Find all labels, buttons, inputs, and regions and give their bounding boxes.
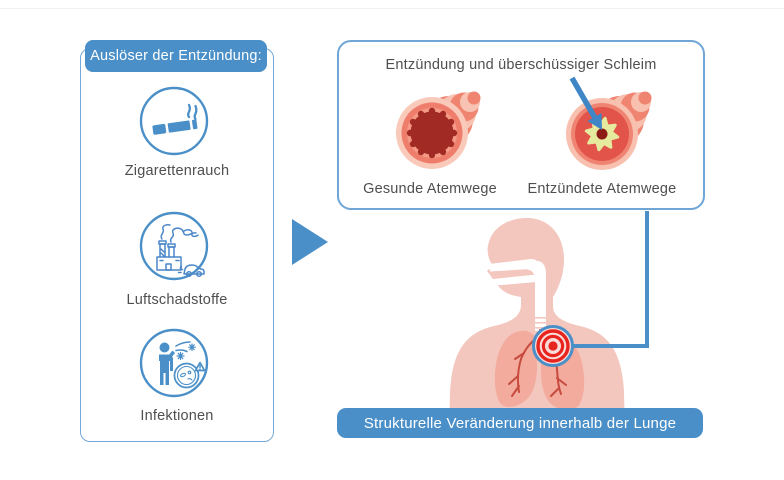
inflamed-airway-label: Entzündete Atemwege (527, 181, 677, 197)
trigger-label-zigarettenrauch: Zigarettenrauch (124, 163, 230, 179)
airways-panel-title: Entzündung und überschüssiger Schleim (385, 57, 657, 73)
cigarette-smoke-icon (139, 86, 209, 156)
right-triangle-arrow-icon (292, 219, 328, 265)
infection-icon (139, 328, 209, 398)
trigger-label-luftschadstoffe: Luftschadstoffe (126, 292, 228, 308)
trigger-panel-header: Auslöser der Entzündung: (85, 40, 267, 72)
human-torso-illustration (449, 211, 649, 437)
inflamed-airway-illustration (566, 91, 652, 170)
healthy-airway-label: Gesunde Atemwege (363, 181, 497, 197)
healthy-airway-illustration (396, 91, 481, 169)
trigger-label-infektionen: Infektionen (140, 408, 214, 424)
airways-panel: Entzündung und überschüssiger Schleim (337, 40, 705, 210)
top-divider-line (0, 8, 784, 9)
target-connector-line (572, 211, 649, 348)
factory-pollution-icon (139, 211, 209, 281)
mucus-pointer-arrow-icon (569, 76, 602, 130)
inflammation-target-marker (532, 325, 574, 367)
trigger-panel: Zigarettenrauch (80, 48, 274, 442)
structural-change-banner: Strukturelle Veränderung innerhalb der L… (337, 408, 703, 438)
